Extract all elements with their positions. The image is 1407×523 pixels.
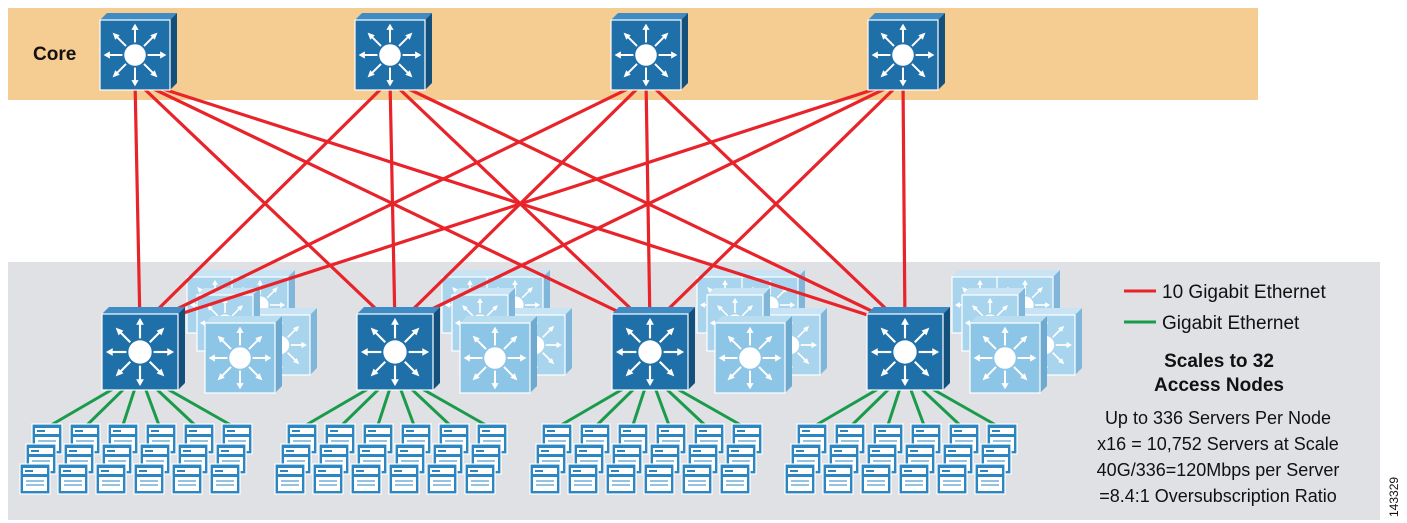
ten-gig-link xyxy=(648,78,905,329)
stat-line-2: x16 = 10,752 Servers at Scale xyxy=(1097,434,1339,454)
core-switches xyxy=(99,13,945,91)
legend-gig-label: Gigabit Ethernet xyxy=(1162,313,1300,334)
server-icon xyxy=(95,463,127,495)
server-icon xyxy=(388,463,420,495)
server-icon xyxy=(822,463,854,495)
server-icon xyxy=(529,463,561,495)
server-icon xyxy=(312,463,344,495)
ten-gig-link xyxy=(139,78,647,329)
access-switches xyxy=(101,307,950,391)
server-icon xyxy=(643,463,675,495)
server-icon xyxy=(860,463,892,495)
ten-gig-link xyxy=(901,79,907,328)
scale-heading-line1: Scales to 32 xyxy=(1164,351,1274,372)
access-switch-icon xyxy=(866,307,950,391)
scaled-access-switch-stack xyxy=(186,270,1082,394)
legend: 10 Gigabit Ethernet Gigabit Ethernet xyxy=(1124,282,1326,334)
server-icon xyxy=(209,463,241,495)
access-switch-icon xyxy=(101,307,185,391)
bg-switch-icon xyxy=(204,316,282,394)
access-switch-icon xyxy=(356,307,440,391)
server-icon xyxy=(57,463,89,495)
legend-ten-gig-label: 10 Gigabit Ethernet xyxy=(1162,282,1326,303)
access-switch-icon xyxy=(611,307,695,391)
stat-line-1: Up to 336 Servers Per Node xyxy=(1105,408,1331,428)
ten-gig-link xyxy=(394,78,904,329)
server-icon xyxy=(605,463,637,495)
core-switch-icon xyxy=(99,13,177,91)
stat-line-3: 40G/336=120Mbps per Server xyxy=(1097,460,1340,480)
server-icon xyxy=(19,463,51,495)
core-switch-icon xyxy=(354,13,432,91)
server-icon xyxy=(350,463,382,495)
stat-line-4: =8.4:1 Oversubscription Ratio xyxy=(1099,486,1337,506)
server-icon xyxy=(784,463,816,495)
server-icon xyxy=(171,463,203,495)
ten-gig-link xyxy=(133,79,142,328)
server-icon xyxy=(898,463,930,495)
server-icon xyxy=(426,463,458,495)
server-icon xyxy=(567,463,599,495)
core-switch-icon xyxy=(610,13,688,91)
bg-switch-icon xyxy=(969,316,1047,394)
server-icon xyxy=(274,463,306,495)
core-switch-icon xyxy=(867,13,945,91)
ten-gig-links xyxy=(133,78,907,329)
ten-gig-link xyxy=(139,78,904,329)
ten-gig-link xyxy=(138,78,392,329)
bg-switch-icon xyxy=(714,316,792,394)
server-icon xyxy=(936,463,968,495)
core-label: Core xyxy=(33,44,76,65)
server-icon xyxy=(133,463,165,495)
server-icon xyxy=(464,463,496,495)
server-icon xyxy=(719,463,751,495)
figure-id: 143329 xyxy=(1387,477,1401,517)
server-icon xyxy=(974,463,1006,495)
bg-switch-icon xyxy=(459,316,537,394)
scale-heading-line2: Access Nodes xyxy=(1154,375,1284,396)
server-icon xyxy=(681,463,713,495)
